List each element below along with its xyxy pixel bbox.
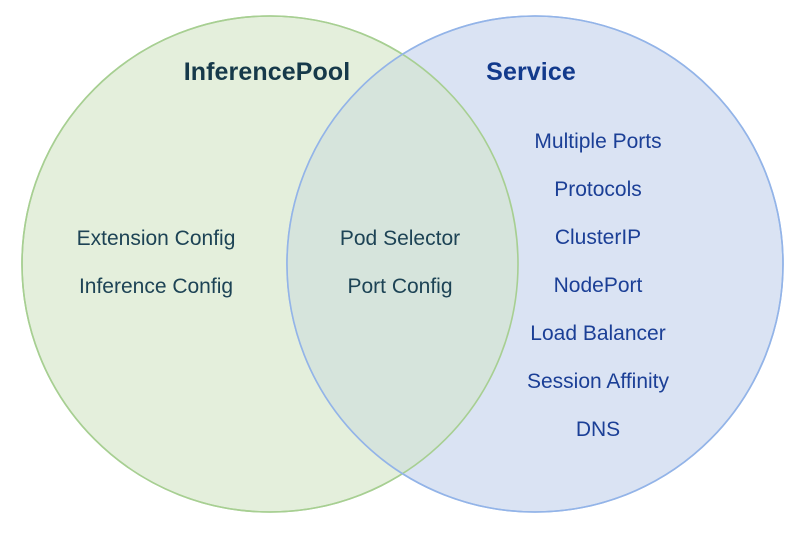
inferencepool-title: InferencePool <box>183 58 351 86</box>
list-item: Protocols <box>554 178 642 201</box>
list-item: Port Config <box>347 275 453 298</box>
list-item: NodePort <box>553 274 643 297</box>
list-item: Extension Config <box>76 227 236 250</box>
list-item: Inference Config <box>78 275 234 298</box>
intersection-item-list: Pod Selector Port Config <box>340 228 460 297</box>
list-item: Pod Selector <box>339 227 461 250</box>
list-item: ClusterIP <box>554 226 642 249</box>
circle-intersection <box>287 16 518 512</box>
service-item-list: Multiple Ports Protocols ClusterIP NodeP… <box>527 131 669 440</box>
list-item: Load Balancer <box>530 322 666 345</box>
inferencepool-item-list: Extension Config Inference Config <box>77 228 236 297</box>
list-item: DNS <box>575 418 621 441</box>
list-item: Multiple Ports <box>534 130 662 153</box>
circle-service-outline <box>286 15 784 513</box>
service-title: Service <box>486 58 576 86</box>
list-item: Session Affinity <box>526 370 670 393</box>
circle-inferencepool-outline <box>21 15 519 513</box>
